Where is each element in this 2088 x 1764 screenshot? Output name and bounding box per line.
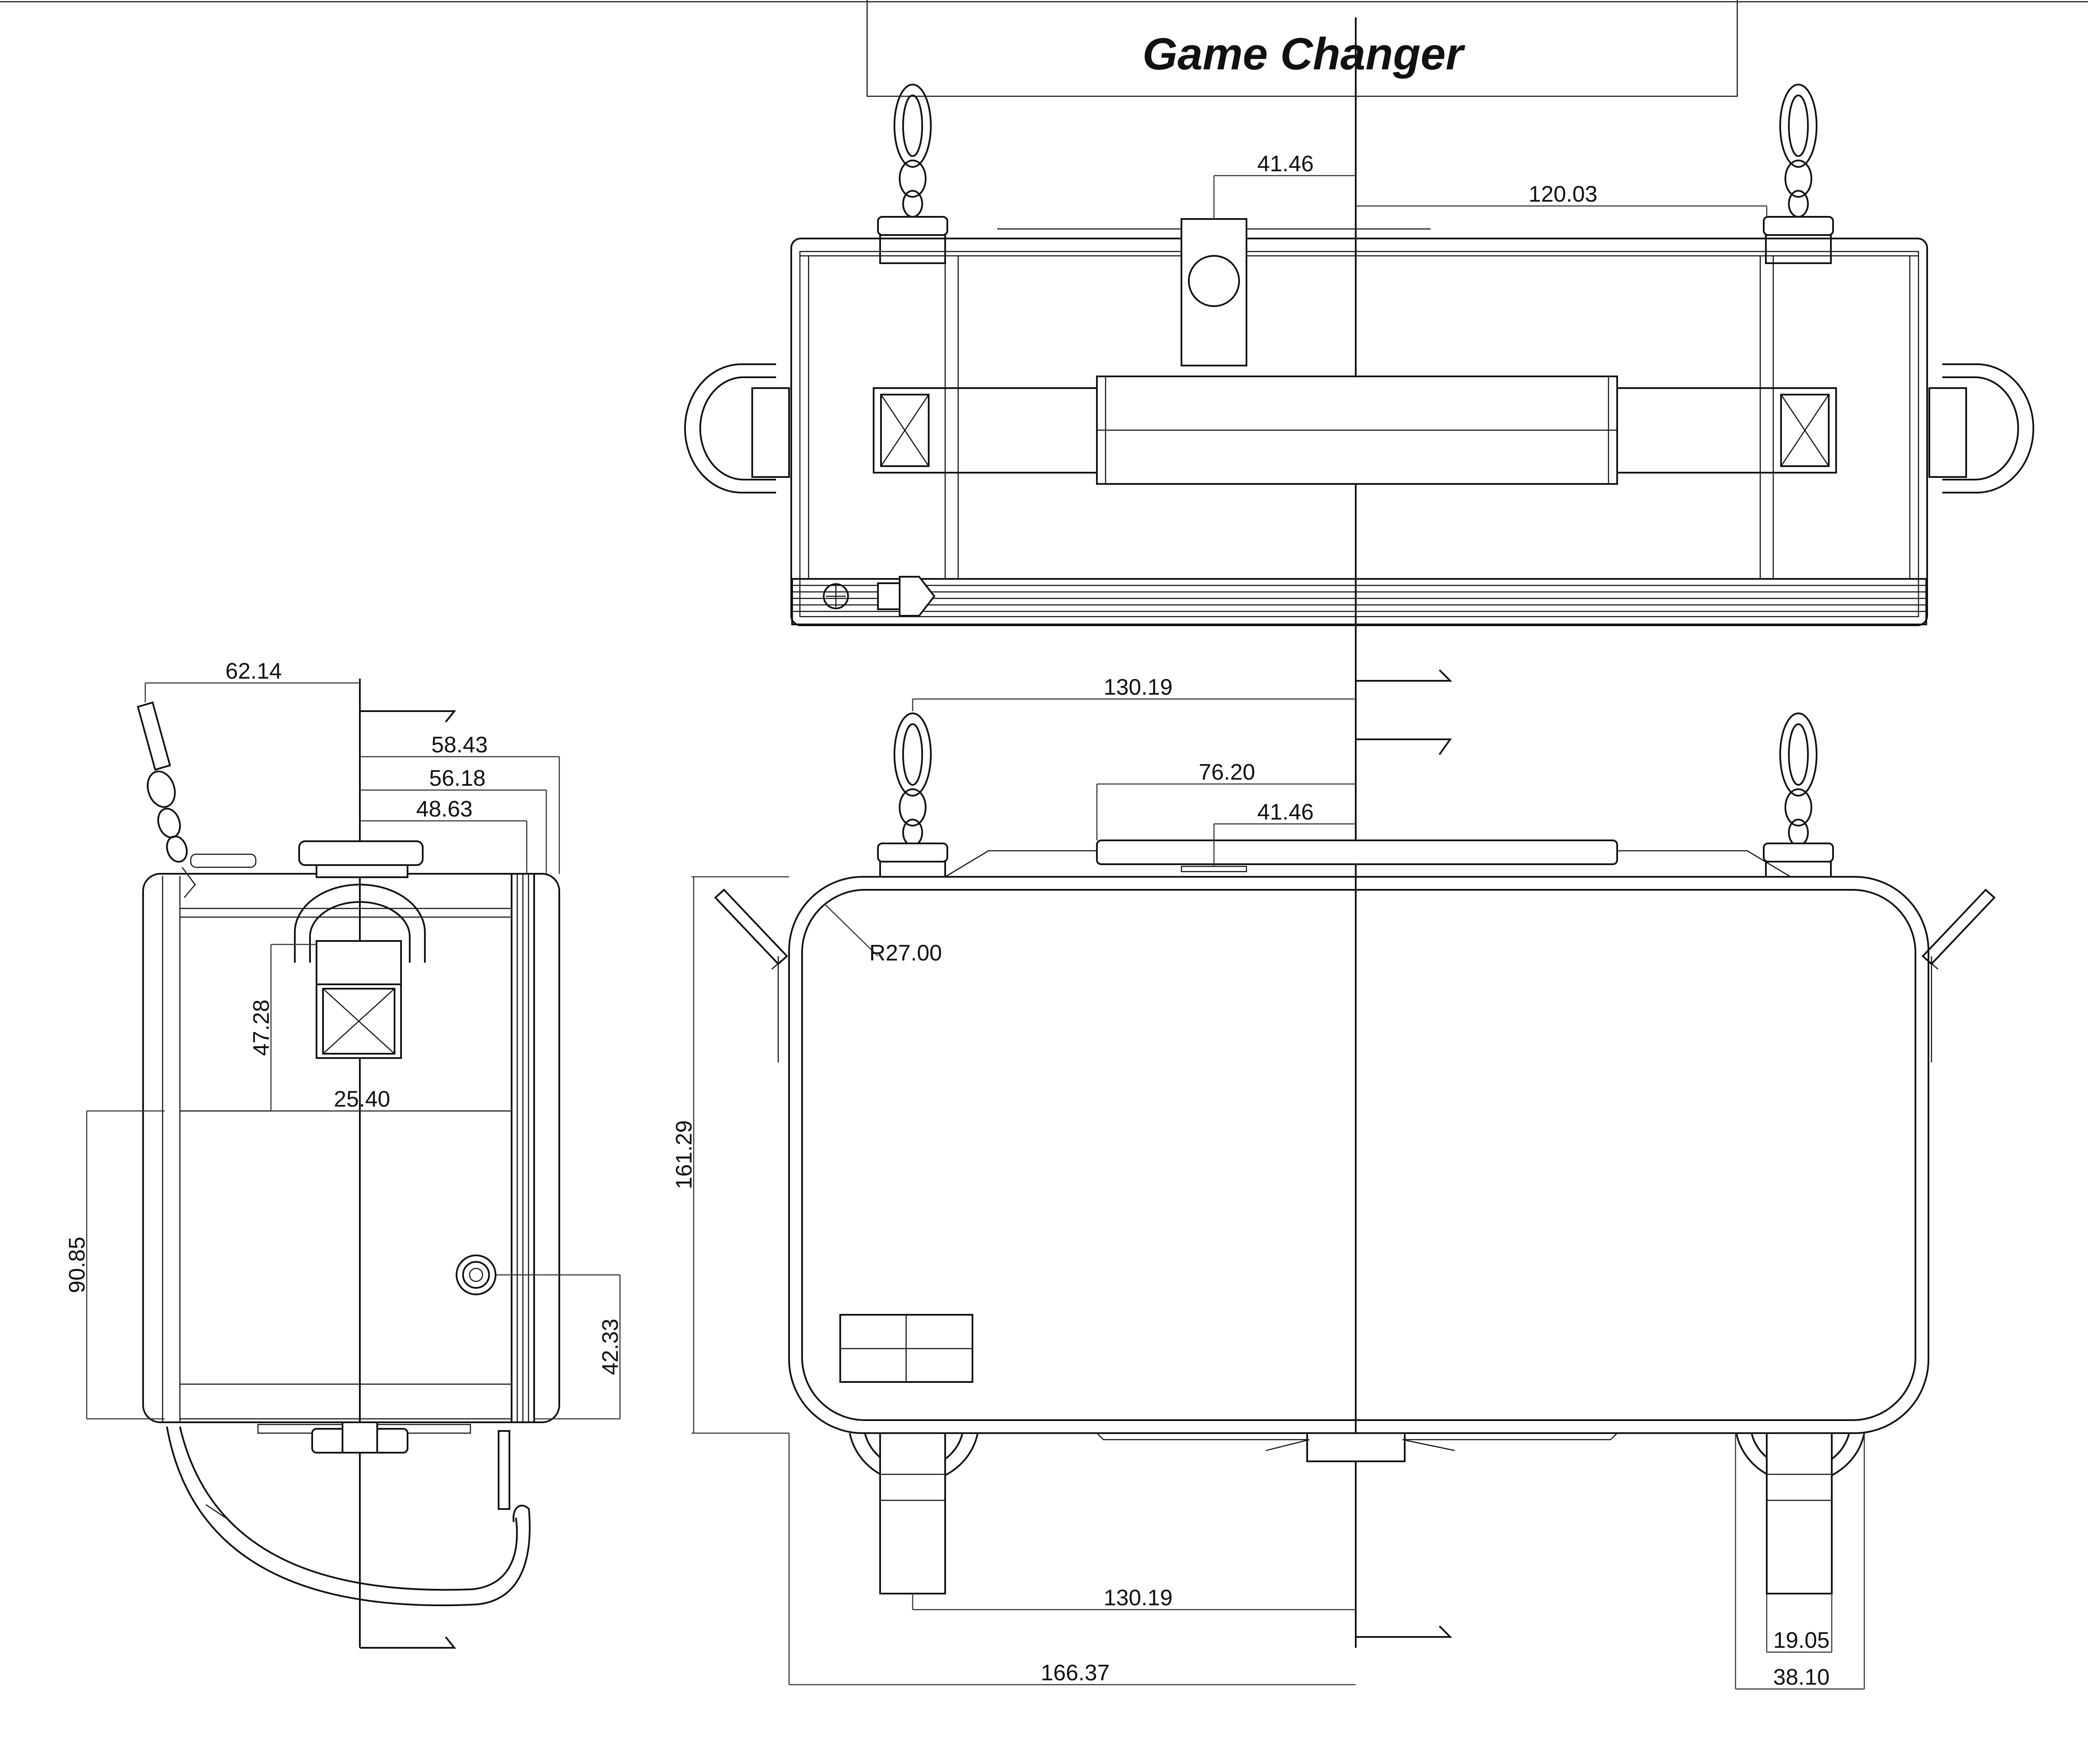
dim-front-38-10: 38.10 (1773, 1665, 1830, 1690)
dim-side-42-33: 42.33 (598, 1319, 623, 1375)
drawing-title: Game Changer (1142, 29, 1465, 79)
snap-hook-front-left (877, 712, 948, 878)
front-view: 130.19 76.20 41.46 R27.00 161.29 130.19 … (672, 675, 1996, 1690)
top-view: 41.46 120.03 (684, 84, 2034, 626)
dim-front-130-19-bottom: 130.19 (1103, 1585, 1172, 1610)
dim-side-25-40: 25.40 (334, 1087, 390, 1112)
section-marker-bottom (1356, 1625, 1452, 1638)
section-marker-front (1356, 738, 1452, 755)
dim-front-76-20: 76.20 (1199, 760, 1255, 785)
dim-front-130-19-top: 130.19 (1103, 675, 1172, 700)
section-marker-top (1356, 669, 1452, 682)
dim-side-56-18: 56.18 (429, 766, 486, 791)
dim-side-58-43: 58.43 (431, 732, 488, 758)
snap-hook-left (877, 84, 948, 264)
snap-hook-right (1763, 84, 1834, 264)
dim-front-166-37: 166.37 (1041, 1660, 1109, 1686)
dim-front-161-29: 161.29 (672, 1120, 697, 1189)
snap-hook-front-right (1763, 712, 1834, 878)
dim-side-90-85: 90.85 (65, 1237, 90, 1293)
dim-front-41-46: 41.46 (1257, 800, 1314, 825)
dim-side-47-28: 47.28 (249, 1000, 274, 1056)
dim-front-19-05: 19.05 (1773, 1628, 1830, 1653)
dim-side-48-63: 48.63 (416, 797, 473, 822)
dim-top-41-46: 41.46 (1257, 151, 1314, 176)
dim-top-120-03: 120.03 (1528, 182, 1597, 207)
title-block: Game Changer (866, 0, 1738, 97)
dim-side-62-14: 62.14 (225, 659, 282, 684)
dim-front-r27: R27.00 (869, 941, 942, 966)
side-view: 62.14 58.43 56.18 48.63 47.28 25.40 90.8… (65, 659, 623, 1649)
